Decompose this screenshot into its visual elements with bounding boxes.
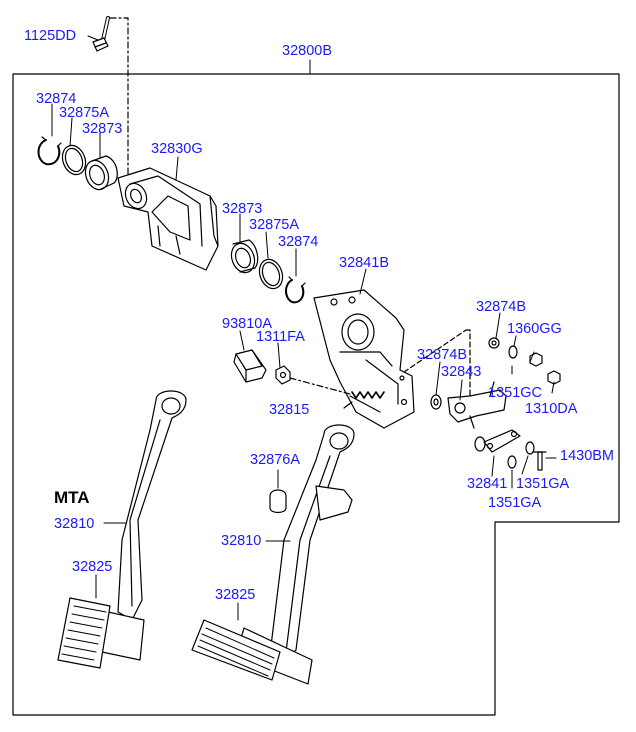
label-32843: 32843 [441,364,482,380]
lever-32843 [447,381,507,429]
bracket-dashed-line [403,329,467,373]
label-32875a-b: 32875A [249,217,299,233]
pedal-mt [191,424,355,685]
snap-ring-left [37,136,62,166]
washer-1351ga-b [507,455,517,469]
label-1125dd: 1125DD [24,28,77,44]
bracket-32830g [117,167,219,271]
stopper-32876a [269,489,287,514]
label-1430bm: 1430BM [560,448,615,464]
nut-1310da [547,370,561,385]
label-32876a: 32876A [250,452,300,468]
label-32874b-a: 32874B [476,299,526,315]
washer-left [61,144,87,176]
label-32874-a: 32874 [36,91,77,107]
lever-dashed-line [465,329,471,397]
bracket-32841b [313,289,415,429]
label-32874b-b: 32874B [417,347,467,363]
nut-1311fa [275,365,291,385]
spring-32815 [349,391,385,413]
label-32873-a: 32873 [82,121,123,137]
stopper-93810a [233,349,267,383]
bushing-right [230,239,259,274]
washer-1351gc [508,345,518,359]
label-1310da: 1310DA [525,401,578,417]
label-1360gg: 1360GG [507,321,562,337]
bolt-axis-line [109,17,129,179]
nut-1360gg [529,352,543,367]
link-32841 [483,429,521,453]
label-32825-a: 32825 [72,559,113,575]
washer-1351ga-a [525,441,535,455]
snap-ring-right [285,276,306,304]
label-32841: 32841 [467,476,508,492]
bushing-lower [474,436,486,452]
label-1311fa: 1311FA [256,329,305,345]
spring-leader [343,401,353,409]
pin-1430bm [533,451,547,471]
label-93810a: 93810A [222,316,272,332]
leader-lines [51,35,557,621]
label-1351ga-a: 1351GA [516,476,570,492]
nut-axis-line [289,377,351,395]
pedal-mta [57,390,187,669]
label-32810-a: 32810 [54,516,95,532]
bushing-left [84,155,118,191]
label-32841b: 32841B [339,255,389,271]
label-32815: 32815 [269,402,310,418]
label-32874-b: 32874 [278,234,319,250]
label-32873-b: 32873 [222,201,263,217]
label-1351gc: 1351GC [488,385,543,401]
label-1351ga-b: 1351GA [488,495,542,511]
label-mta: MTA [54,488,90,507]
label-32800b: 32800B [282,43,332,59]
washer-32874b-top [488,337,500,349]
label-32830g: 32830G [151,141,203,157]
label-32875a-a: 32875A [59,105,109,121]
label-32825-b: 32825 [215,587,256,603]
label-32810-b: 32810 [221,533,262,549]
bolt-1125dd [92,16,110,52]
washer-right [258,258,284,290]
assembly-frame [12,73,620,716]
washer-32874b-mid [430,394,442,410]
